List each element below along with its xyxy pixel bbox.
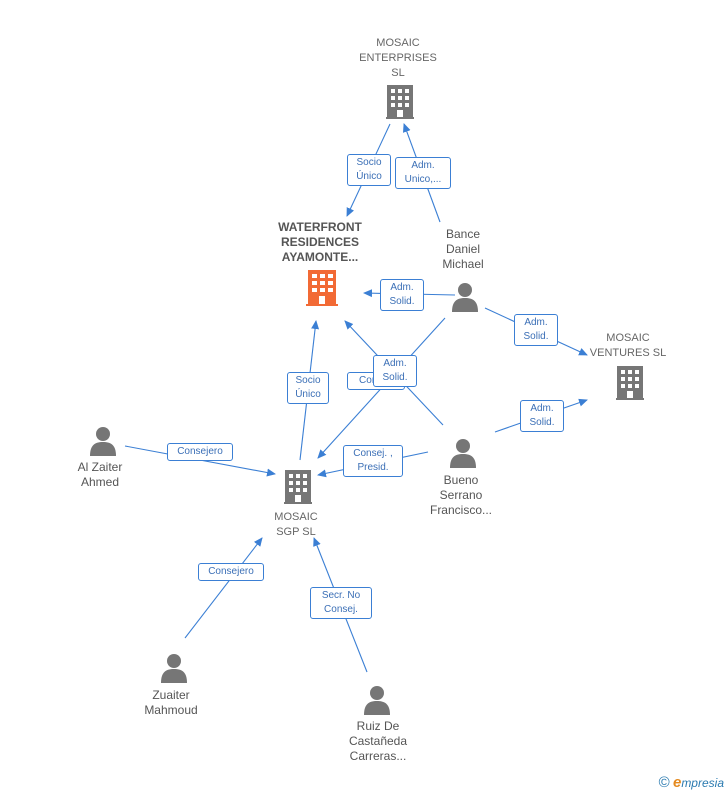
node-label-ruiz[interactable]: Ruiz De Castañeda Carreras... [348, 719, 408, 763]
building-icon[interactable] [306, 270, 338, 311]
building-icon[interactable] [386, 85, 414, 124]
node-label-bueno[interactable]: Bueno Serrano Francisco... [429, 473, 492, 517]
node-label-mosaic-enterprises[interactable]: MOSAIC ENTERPRISES SL [359, 37, 437, 79]
empresia-logo[interactable]: © empresia [659, 774, 724, 791]
edge-label-consejero-1[interactable]: Consejero [167, 443, 233, 461]
node-label-al-zaiter[interactable]: Al Zaiter Ahmed [77, 460, 123, 489]
node-label-zuaiter[interactable]: Zuaiter Mahmoud [144, 688, 198, 717]
edge-label-socio-unico-2[interactable]: Socio Único [287, 372, 329, 404]
edge-label-consejero-2[interactable]: Consejero [198, 563, 264, 581]
edge-label-adm-solid-1[interactable]: Adm. Solid. [380, 279, 424, 311]
building-icon[interactable] [616, 366, 644, 405]
edge-label-consej-presid[interactable]: Consej. , Presid. [343, 445, 403, 477]
node-label-bance[interactable]: Bance Daniel Michael [442, 227, 484, 271]
building-icon[interactable] [284, 470, 312, 509]
person-icon[interactable] [160, 653, 188, 688]
person-icon[interactable] [451, 282, 479, 317]
copyright-symbol: © [658, 774, 670, 791]
node-label-mosaic-sgp[interactable]: MOSAIC SGP SL [274, 511, 318, 538]
node-label-mosaic-ventures[interactable]: MOSAIC VENTURES SL [589, 332, 667, 359]
brand-name: mpresia [681, 776, 724, 790]
node-label-waterfront[interactable]: WATERFRONT RESIDENCES AYAMONTE... [278, 220, 362, 264]
edge-label-secr-no-consej[interactable]: Secr. No Consej. [310, 587, 372, 619]
edge-label-adm-unico[interactable]: Adm. Unico,... [395, 157, 451, 189]
edge-label-socio-unico-1[interactable]: Socio Único [347, 154, 391, 186]
brand-initial: e [672, 774, 682, 791]
person-icon[interactable] [449, 438, 477, 473]
person-icon[interactable] [89, 426, 117, 461]
person-icon[interactable] [363, 685, 391, 720]
edge-label-adm-solid-2[interactable]: Adm. Solid. [514, 314, 558, 346]
edge-zuaiter-to-mosaic-sgp [184, 537, 263, 639]
edge-label-adm-solid-4[interactable]: Adm. Solid. [520, 400, 564, 432]
edge-label-adm-solid-3[interactable]: Adm. Solid. [373, 355, 417, 387]
